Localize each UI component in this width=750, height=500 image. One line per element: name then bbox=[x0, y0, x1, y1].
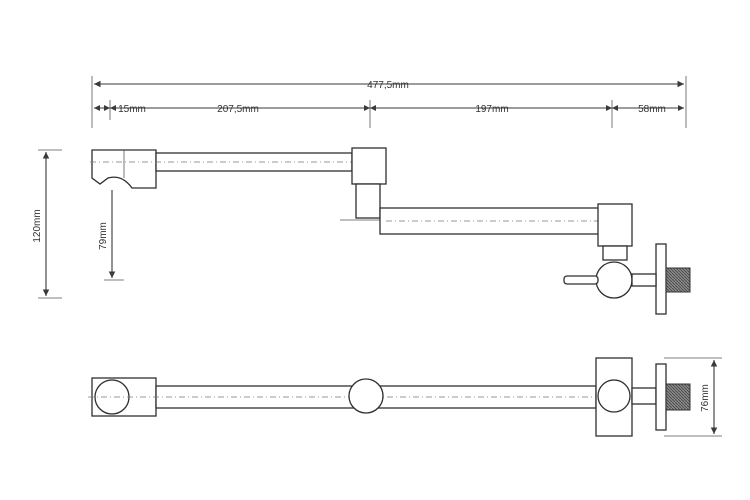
valve-body bbox=[595, 261, 633, 299]
segment-2-label: 207,5mm bbox=[217, 104, 259, 115]
valve-top-view bbox=[597, 379, 631, 413]
height-top-view-label: 76mm bbox=[700, 384, 711, 412]
vertical-dimensions: 120mm 79mm bbox=[32, 149, 124, 299]
segment-3-label: 197mm bbox=[475, 104, 508, 115]
segment-1-label: 15mm bbox=[118, 104, 146, 115]
base-neck bbox=[602, 245, 628, 261]
total-width-label: 477,5mm bbox=[367, 80, 409, 91]
mounting-flange bbox=[655, 243, 667, 315]
segment-4-label: 58mm bbox=[638, 104, 666, 115]
elbow-joint-top bbox=[351, 147, 387, 185]
height-total-label: 120mm bbox=[32, 209, 43, 242]
thread-top-view bbox=[665, 383, 691, 411]
valve-handle bbox=[563, 275, 599, 285]
faucet-side-view bbox=[90, 147, 691, 315]
top-view-dimension: 76mm bbox=[664, 357, 722, 437]
flange-top-view bbox=[655, 363, 667, 431]
connector-pipe bbox=[631, 273, 657, 287]
elbow-joint-top-view bbox=[348, 378, 384, 414]
threaded-inlet bbox=[665, 267, 691, 293]
horizontal-dimensions: 477,5mm 15mm 207,5mm 197mm 58mm bbox=[91, 76, 687, 128]
height-spout-label: 79mm bbox=[98, 222, 109, 250]
elbow-swivel bbox=[355, 183, 381, 219]
base-body-top bbox=[597, 203, 633, 247]
faucet-top-view bbox=[88, 357, 691, 437]
connector-top-view bbox=[631, 387, 657, 405]
